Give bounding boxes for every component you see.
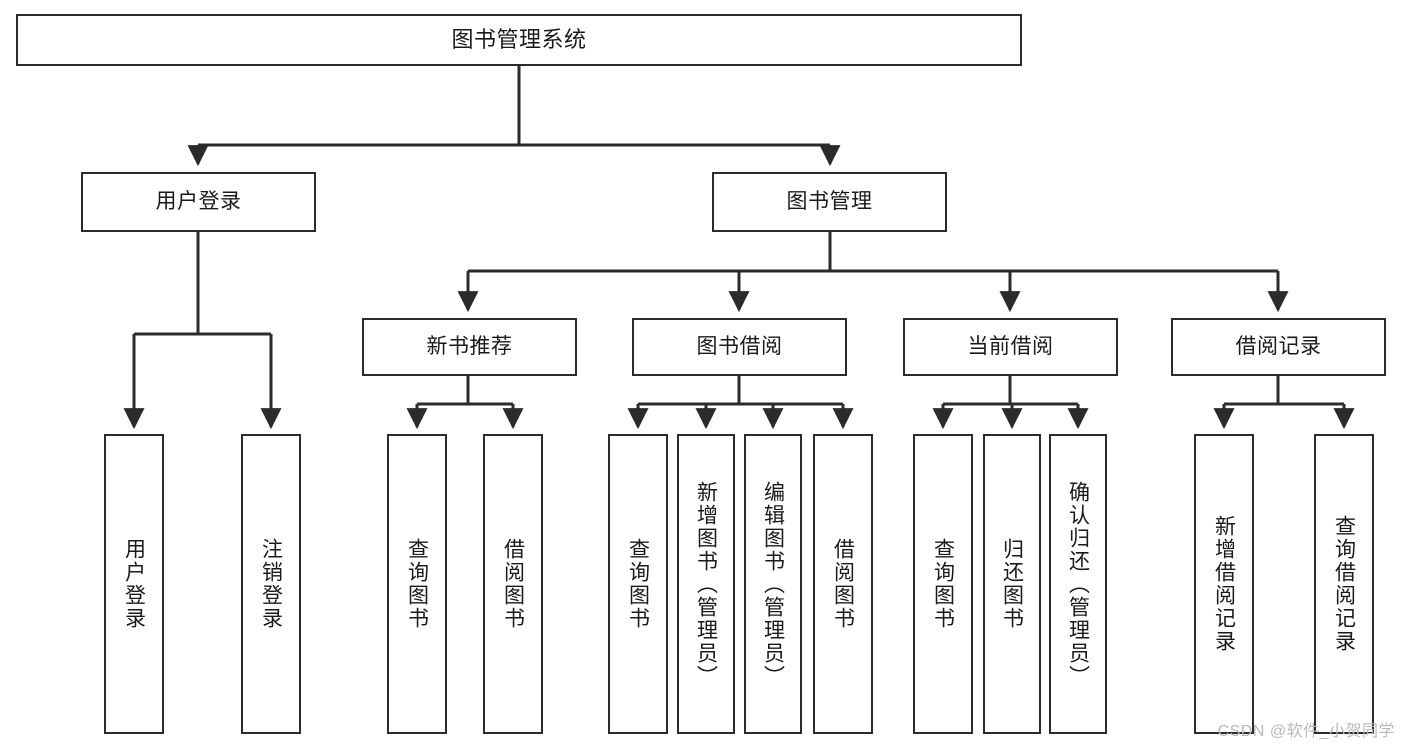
node-borrow-record[interactable]: 借阅记录 xyxy=(1171,318,1386,376)
leaf-query-book-recommend[interactable]: 查询图书 xyxy=(387,434,447,734)
leaf-edit-book-admin[interactable]: 编辑图书（管理员） xyxy=(744,434,802,734)
node-root[interactable]: 图书管理系统 xyxy=(16,14,1022,66)
leaf-user-login[interactable]: 用户登录 xyxy=(104,434,164,734)
leaf-borrow-book-recommend[interactable]: 借阅图书 xyxy=(483,434,543,734)
leaf-user-login-label: 用户登录 xyxy=(122,538,146,630)
leaf-query-borrow-record[interactable]: 查询借阅记录 xyxy=(1314,434,1374,734)
node-current-borrow-label: 当前借阅 xyxy=(967,334,1054,358)
node-borrow-record-label: 借阅记录 xyxy=(1235,334,1322,358)
node-new-book-recommend-label: 新书推荐 xyxy=(426,334,513,358)
leaf-query-book-borrow-label: 查询图书 xyxy=(626,538,650,630)
leaf-add-book-admin-label: 新增图书（管理员） xyxy=(694,480,718,688)
node-current-borrow[interactable]: 当前借阅 xyxy=(903,318,1118,376)
leaf-add-book-admin[interactable]: 新增图书（管理员） xyxy=(677,434,735,734)
watermark-text: CSDN @软件_小贺同学 xyxy=(1217,723,1395,740)
leaf-confirm-return-admin[interactable]: 确认归还（管理员） xyxy=(1049,434,1107,734)
leaf-add-borrow-record[interactable]: 新增借阅记录 xyxy=(1194,434,1254,734)
node-book-management[interactable]: 图书管理 xyxy=(712,172,947,232)
leaf-logout[interactable]: 注销登录 xyxy=(241,434,301,734)
leaf-edit-book-admin-label: 编辑图书（管理员） xyxy=(761,480,785,688)
node-book-borrow-label: 图书借阅 xyxy=(696,334,783,358)
leaf-query-borrow-record-label: 查询借阅记录 xyxy=(1332,515,1356,653)
leaf-query-book-recommend-label: 查询图书 xyxy=(405,538,429,630)
node-user-login[interactable]: 用户登录 xyxy=(81,172,316,232)
node-user-login-label: 用户登录 xyxy=(155,189,242,213)
leaf-borrow-book-label: 借阅图书 xyxy=(831,538,855,630)
leaf-query-book-current-label: 查询图书 xyxy=(931,538,955,630)
leaf-add-borrow-record-label: 新增借阅记录 xyxy=(1212,515,1236,653)
leaf-confirm-return-admin-label: 确认归还（管理员） xyxy=(1066,480,1090,688)
leaf-return-book-label: 归还图书 xyxy=(1000,538,1024,630)
leaf-borrow-book-recommend-label: 借阅图书 xyxy=(501,538,525,630)
leaf-return-book[interactable]: 归还图书 xyxy=(983,434,1041,734)
node-root-label: 图书管理系统 xyxy=(451,27,587,53)
leaf-query-book-borrow[interactable]: 查询图书 xyxy=(608,434,668,734)
leaf-logout-label: 注销登录 xyxy=(259,538,283,630)
leaf-borrow-book[interactable]: 借阅图书 xyxy=(813,434,873,734)
node-book-borrow[interactable]: 图书借阅 xyxy=(632,318,847,376)
node-new-book-recommend[interactable]: 新书推荐 xyxy=(362,318,577,376)
leaf-query-book-current[interactable]: 查询图书 xyxy=(913,434,973,734)
node-book-management-label: 图书管理 xyxy=(786,189,873,213)
